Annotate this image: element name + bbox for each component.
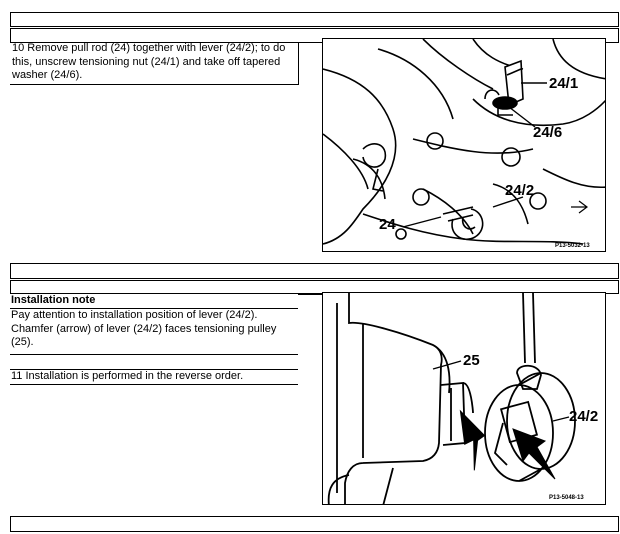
figure-2-drawing: 25 24/2 P13-5048-13 [327,293,598,504]
figure-2-code: P13-5048-13 [549,495,584,501]
installation-heading-cell: Installation note [10,294,298,309]
installation-note-cell: Pay attention to installation position o… [10,309,298,355]
step-11-cell: 11 Installation is performed in the reve… [10,370,298,385]
label-24-2-b: 24/2 [569,408,598,425]
step-11-text: 11 Installation is performed in the reve… [11,370,244,382]
figure-tensioner-removal: 24/1 24/6 24/2 24 P13-5032-13 [322,38,606,252]
label-24-2: 24/2 [505,182,534,199]
figure-lever-orientation: 25 24/2 P13-5048-13 [322,292,606,505]
label-24: 24 [379,216,396,233]
label-24-1: 24/1 [549,75,578,92]
section-subbar-middle [10,280,619,294]
row-separator-2 [298,294,324,295]
step-10-text: 10 Remove pull rod (24) together with le… [12,42,286,81]
step-10-cell: 10 Remove pull rod (24) together with le… [10,42,299,85]
section-bar-bottom [10,516,619,532]
installation-note: Pay attention to installation position o… [11,309,277,348]
figure-1-drawing: 24/1 24/6 24/2 24 P13-5032-13 [323,39,605,249]
label-24-6: 24/6 [533,124,562,141]
spacer-cell [10,355,298,370]
section-bar-middle [10,263,619,279]
figure-1-code: P13-5032-13 [555,243,590,249]
installation-heading: Installation note [11,294,96,306]
label-25: 25 [463,352,480,369]
section-bar-top [10,12,619,27]
row-separator [298,42,324,43]
